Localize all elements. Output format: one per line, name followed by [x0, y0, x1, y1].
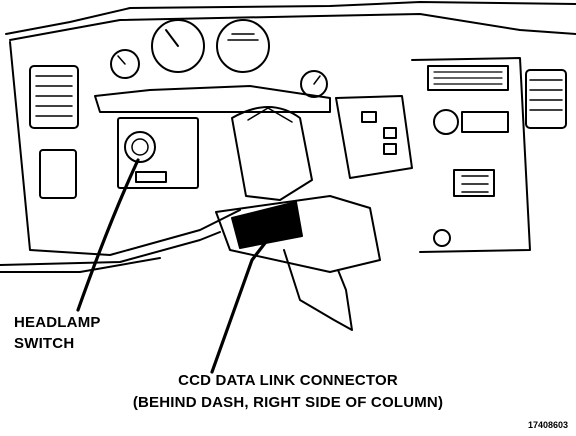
right-small-gauge	[300, 70, 328, 98]
right-vent-louvers	[529, 79, 563, 111]
left-small-gauge	[110, 49, 140, 79]
ccd-label-line-2: (BEHIND DASH, RIGHT SIDE OF COLUMN)	[132, 394, 444, 411]
left-lower-panel	[39, 149, 77, 199]
right-small-gauge-needle	[313, 75, 321, 85]
switch-panel-slot	[135, 171, 167, 183]
tachometer-scale	[227, 33, 259, 41]
radio-display	[427, 65, 509, 91]
figure-number: 17408603	[527, 420, 568, 430]
speedometer-gauge	[151, 19, 205, 73]
headlamp-label-line-1: HEADLAMP	[14, 314, 101, 331]
panel-button-2	[383, 127, 397, 139]
ccd-leader-line	[210, 206, 294, 374]
panel-button-3	[383, 143, 397, 155]
headlamp-leader-line	[76, 158, 140, 312]
left-air-vent	[29, 65, 79, 129]
dash-lower-edge	[0, 231, 221, 266]
dash-top-edge	[5, 1, 576, 35]
column-housing-top	[247, 107, 293, 123]
ccd-label-line-1: CCD DATA LINK CONNECTOR	[178, 372, 398, 389]
stack-switch-bank	[453, 169, 495, 197]
headlamp-switch-knob-inner	[131, 138, 149, 156]
lower-column-cover	[283, 249, 353, 331]
climate-controls	[461, 111, 509, 133]
knee-bolster	[215, 195, 381, 273]
tachometer-gauge	[216, 19, 270, 73]
headlamp-switch-knob	[124, 131, 156, 163]
left-vent-louvers	[35, 75, 73, 117]
stack-switches	[461, 175, 489, 193]
dash-left-face	[9, 41, 241, 256]
cluster-hood	[94, 85, 331, 113]
center-stack-outline	[411, 57, 531, 253]
headlamp-switch-label: HEADLAMP SWITCH	[14, 312, 101, 354]
climate-dial	[433, 109, 459, 135]
headlamp-label-line-2: SWITCH	[14, 335, 75, 352]
ccd-connector-bracket	[231, 201, 303, 249]
panel-button-1	[361, 111, 377, 123]
steering-column-shroud	[231, 106, 313, 201]
dash-upper-rail	[9, 13, 576, 41]
radio-grille	[433, 71, 503, 85]
speedometer-needle	[165, 29, 179, 47]
ccd-connector-label: CCD DATA LINK CONNECTOR (BEHIND DASH, RI…	[0, 370, 576, 414]
dash-bottom-sweep	[0, 257, 161, 273]
left-small-gauge-needle	[117, 55, 126, 65]
right-air-vent	[525, 69, 567, 129]
lower-stack-knob	[433, 229, 451, 247]
right-control-panel	[335, 95, 413, 179]
switch-panel	[117, 117, 199, 189]
